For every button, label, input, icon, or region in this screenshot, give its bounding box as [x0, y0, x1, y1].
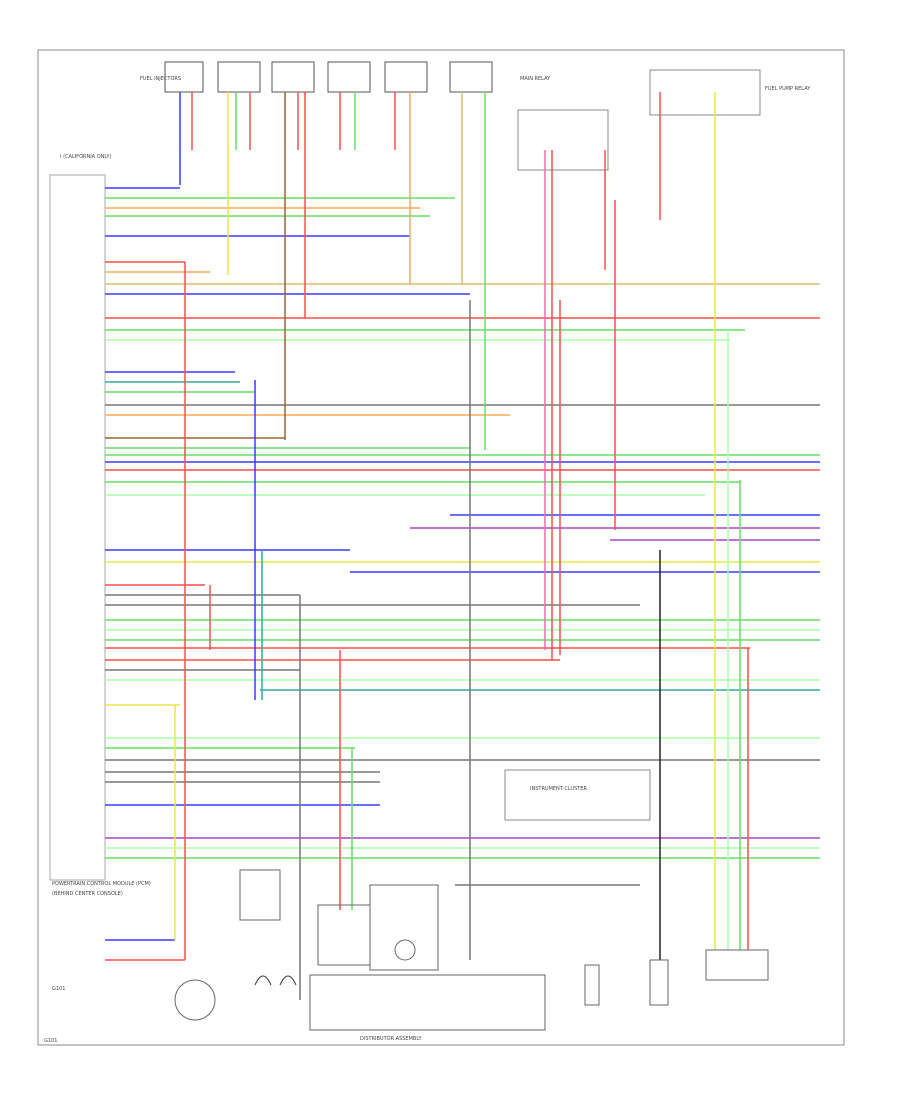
connector-icon — [239, 869, 281, 921]
injector-icon — [327, 61, 371, 93]
distributor-label: DISTRIBUTOR ASSEMBLY — [360, 1036, 422, 1042]
fuse-label: I (CALIFORNIA ONLY) — [60, 154, 112, 160]
sensor-icon — [394, 939, 416, 961]
sensor-icon — [649, 959, 669, 1006]
distributor-box — [309, 974, 546, 1031]
diagram-frame — [37, 49, 845, 1046]
main-relay-label: MAIN RELAY — [520, 76, 551, 82]
bottom-components: DISTRIBUTOR ASSEMBLY INSTRUMENT CLUSTER … — [44, 769, 769, 1044]
vertical-wires — [174, 92, 749, 1000]
ground-label: G101 — [52, 986, 65, 992]
fuel-pump-relay-label: FUEL PUMP RELAY — [765, 86, 811, 92]
relay-switch-icon — [649, 69, 761, 116]
sensor-icon — [174, 979, 216, 1021]
footer-label: G101 — [44, 1038, 57, 1044]
injector-icon — [449, 61, 493, 93]
pcm-label: POWERTRAIN CONTROL MODULE (PCM) — [52, 881, 151, 887]
instrument-box — [504, 769, 651, 821]
instrument-label: INSTRUMENT CLUSTER — [530, 786, 588, 792]
connector-icon — [369, 884, 439, 971]
horizontal-wires — [105, 187, 820, 961]
connector-icon — [317, 904, 371, 966]
sensor-icon — [584, 964, 600, 1006]
ground-icon — [254, 975, 272, 986]
injector-icon — [384, 61, 428, 93]
injector-icon — [217, 61, 261, 93]
relay-group: MAIN RELAY FUEL PUMP RELAY — [517, 69, 811, 171]
injector-icon — [164, 61, 204, 93]
pcm-connector — [49, 174, 106, 881]
injector-icon — [271, 61, 315, 93]
relay-switch-icon — [517, 109, 609, 171]
ground-icon — [279, 975, 297, 986]
pcm-note: (BEHIND CENTER CONSOLE) — [52, 891, 123, 897]
fuel-injectors-label: FUEL INJECTORS — [140, 76, 181, 82]
connector-icon — [705, 949, 769, 981]
fuel-injectors-group: FUEL INJECTORS — [140, 61, 493, 93]
